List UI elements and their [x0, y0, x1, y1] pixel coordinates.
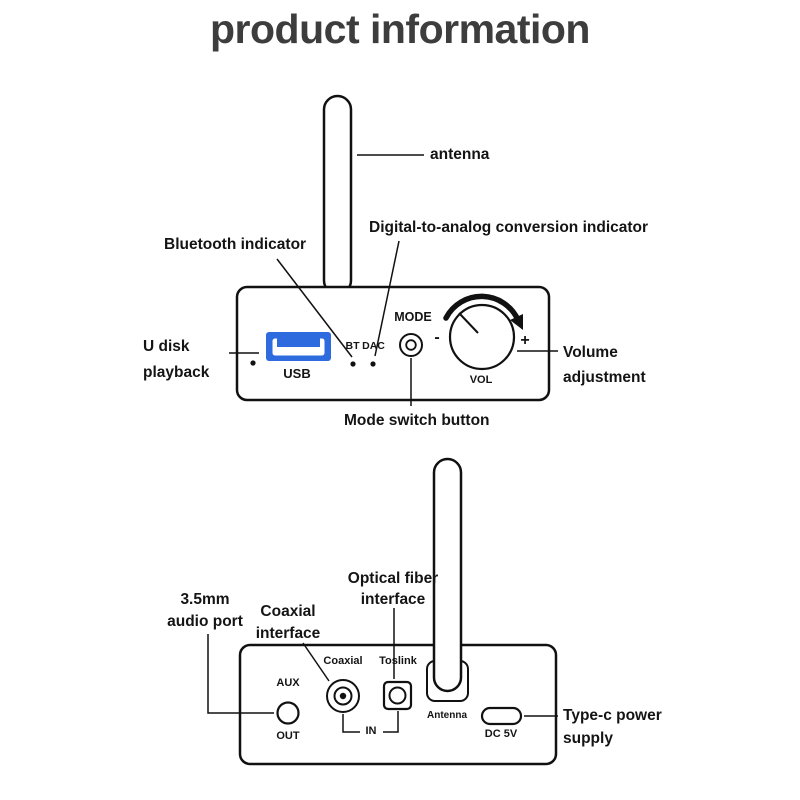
dac-leader-line	[374, 240, 400, 357]
audio-port-label-line1: 3.5mm	[180, 591, 230, 608]
audio-port-leader-line	[207, 634, 274, 714]
toslink-print: Toslink	[379, 655, 417, 667]
coaxial-interface-label: Coaxial interface	[252, 601, 324, 645]
optical-fiber-label: Optical fiber interface	[343, 568, 443, 610]
front-antenna	[322, 94, 353, 296]
optical-label-line2: interface	[360, 591, 426, 608]
coaxial-port	[326, 679, 360, 713]
in-bracket	[342, 711, 399, 733]
dc5v-print: DC 5V	[484, 728, 518, 740]
aux-print: AUX	[276, 677, 300, 689]
out-print: OUT	[276, 730, 300, 742]
mode-switch-label: Mode switch button	[344, 412, 490, 429]
mode-print: MODE	[394, 310, 432, 324]
u-disk-label-line1: U disk	[143, 338, 190, 355]
mode-button	[399, 333, 423, 357]
volume-knob	[443, 293, 523, 371]
coaxial-leader-line	[302, 642, 330, 682]
usb-port	[266, 332, 331, 361]
bluetooth-indicator-label: Bluetooth indicator	[164, 236, 307, 253]
volume-arrowhead	[510, 314, 523, 330]
audio-port-label: 3.5mm audio port	[155, 589, 255, 633]
u-disk-label-line2: playback	[143, 364, 210, 381]
typec-label-line2: supply	[563, 730, 613, 747]
back-callout-lines	[207, 608, 558, 717]
coaxial-label-line2: interface	[255, 625, 321, 642]
optical-label-line1: Optical fiber	[347, 570, 439, 587]
front-callout-lines	[229, 154, 558, 406]
bluetooth-leader-line	[276, 258, 353, 358]
audio-port-label-line2: audio port	[167, 613, 243, 630]
dac-led-dot	[370, 361, 376, 367]
back-antenna	[432, 457, 463, 693]
typec-label-line1: Type-c power	[563, 707, 662, 724]
toslink-port	[382, 680, 413, 711]
back-device	[238, 457, 558, 766]
volume-label-line2: adjustment	[563, 369, 646, 386]
volume-rotation-arrow	[443, 293, 521, 323]
typec-port	[480, 706, 523, 726]
volume-minus-print: -	[434, 329, 440, 346]
u-disk-playback-label: U disk playback	[143, 334, 209, 386]
in-print: IN	[365, 725, 377, 737]
usb-print: USB	[283, 366, 311, 381]
coaxial-print: Coaxial	[323, 655, 363, 667]
antenna-label: antenna	[430, 146, 490, 163]
bt-print: BT	[345, 340, 360, 352]
bluetooth-led-dot	[350, 361, 356, 367]
front-device	[235, 94, 551, 402]
typec-power-label: Type-c power supply	[563, 704, 662, 750]
volume-plus-print: +	[520, 332, 530, 349]
aux-port	[276, 701, 300, 725]
volume-adjustment-label: Volume adjustment	[563, 340, 646, 390]
coaxial-label-line1: Coaxial	[260, 603, 316, 620]
vol-print: VOL	[469, 374, 493, 386]
dac-print: DAC	[362, 340, 385, 352]
dac-indicator-label: Digital-to-analog conversion indicator	[369, 219, 649, 236]
page-title: product information	[210, 6, 590, 52]
volume-label-line1: Volume	[563, 344, 618, 361]
panel-led-dot	[250, 360, 256, 366]
antenna-print: Antenna	[427, 710, 467, 721]
knob-pointer-mark	[458, 312, 479, 334]
